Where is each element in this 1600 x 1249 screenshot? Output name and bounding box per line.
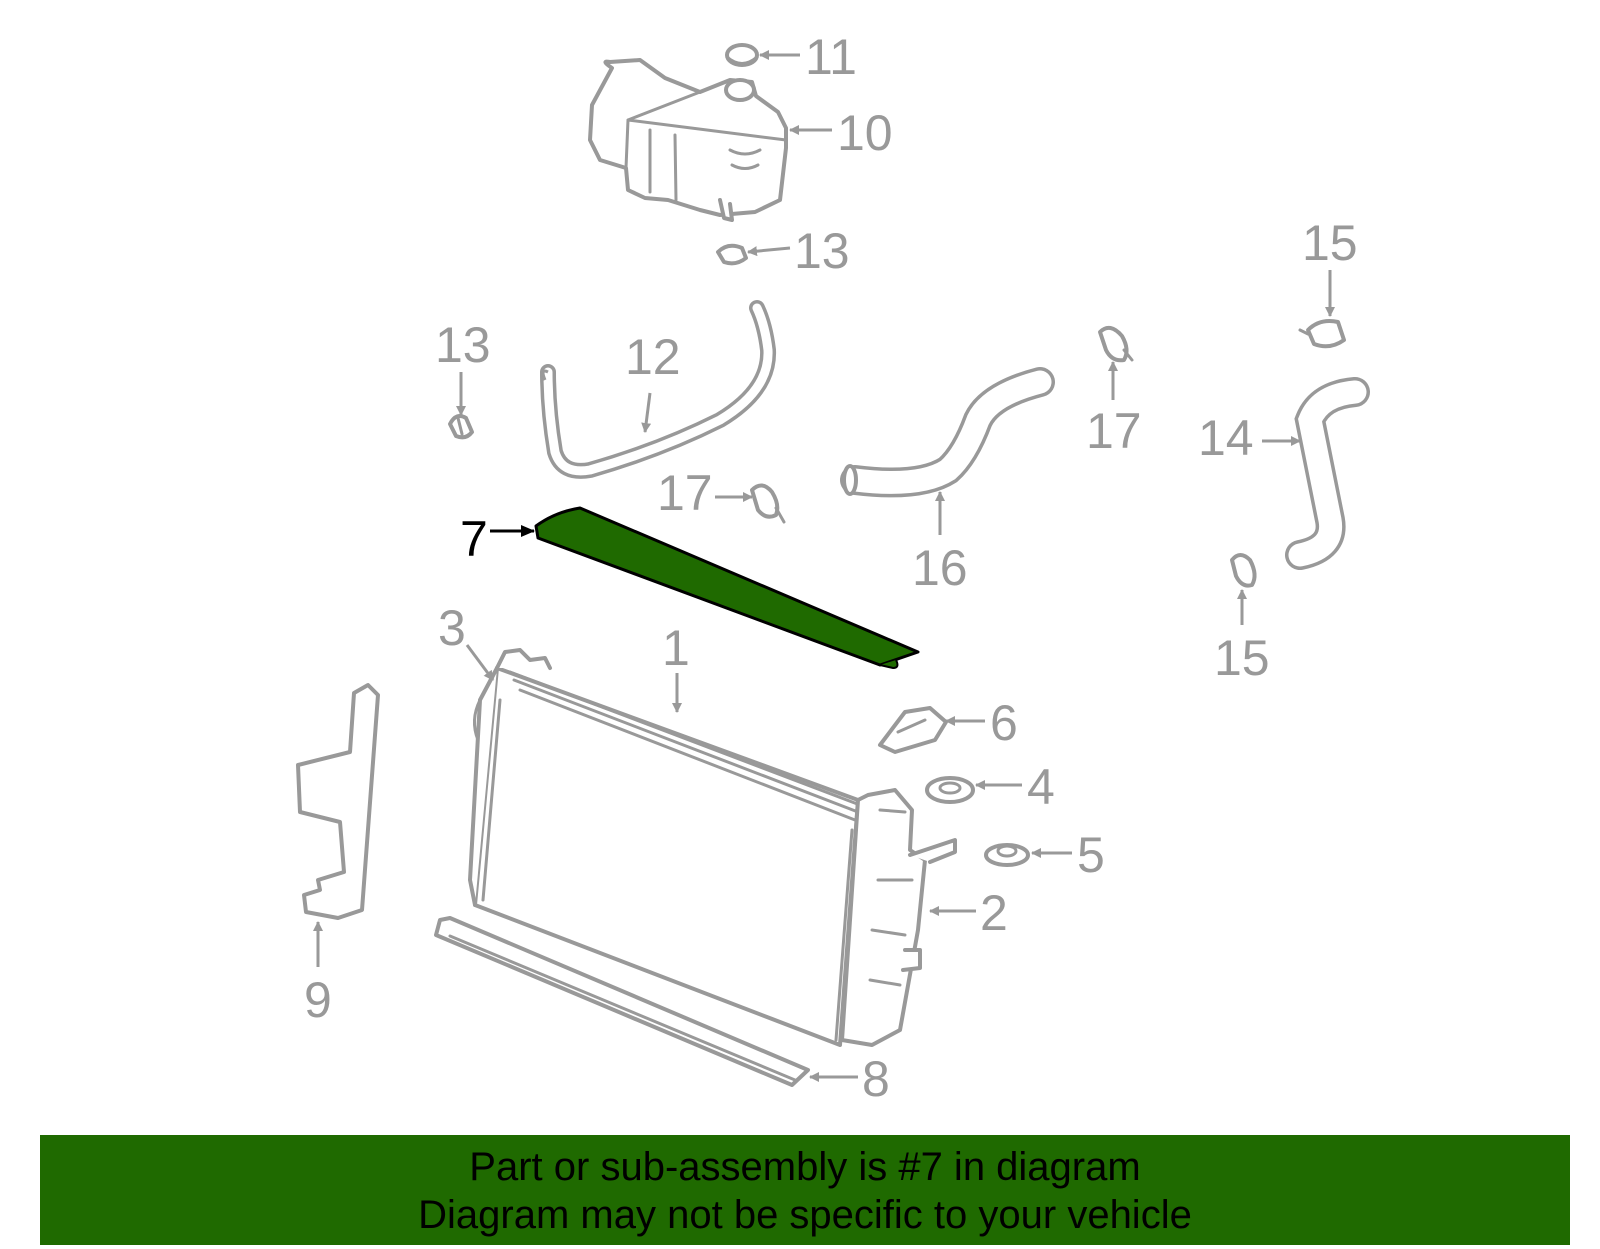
callout-4: 4	[1027, 759, 1055, 815]
callout-1: 1	[662, 620, 690, 676]
part-12-reservoir-hose	[540, 300, 777, 479]
callout-11: 11	[805, 29, 857, 85]
part-7-baffle-fill	[534, 506, 920, 667]
part-13-clamp-upper	[716, 243, 748, 266]
part-9-side-air-baffle	[296, 683, 380, 920]
callout-13-upper: 13	[794, 223, 850, 279]
part-10-coolant-reservoir	[588, 58, 788, 222]
part-15-clamp-top	[1298, 319, 1346, 349]
leader-lines	[313, 50, 1335, 1082]
callout-8: 8	[862, 1051, 890, 1107]
part-14-lower-radiator-hose	[1285, 377, 1370, 570]
callout-10: 10	[837, 105, 893, 161]
callout-3: 3	[438, 600, 466, 656]
callout-9: 9	[304, 972, 332, 1028]
part-15-clamp-bottom	[1230, 553, 1257, 588]
banner-line-2: Diagram may not be specific to your vehi…	[418, 1193, 1192, 1237]
part-17-clamp-center	[750, 483, 786, 524]
callout-16: 16	[912, 540, 968, 596]
callout-17-center: 17	[657, 465, 713, 521]
info-banner: Part or sub-assembly is #7 in diagram Di…	[40, 1135, 1570, 1245]
callout-7: 7	[460, 511, 488, 567]
callout-17-right: 17	[1086, 403, 1142, 459]
callout-labels: 11 10 13 12 13 17 16 17 15 14 15 7 3 1 6…	[304, 29, 1358, 1107]
callout-15-top: 15	[1302, 215, 1358, 271]
callout-12: 12	[625, 329, 681, 385]
part-4-insulator	[925, 776, 975, 804]
banner-line-1: Part or sub-assembly is #7 in diagram	[469, 1145, 1141, 1189]
part-8-lower-air-baffle	[434, 916, 810, 1087]
part-2-radiator-tank	[840, 788, 957, 1047]
part-6-bracket	[878, 706, 948, 754]
callout-2: 2	[980, 885, 1008, 941]
part-7-upper-air-baffle	[534, 506, 920, 670]
part-16-upper-radiator-hose	[840, 367, 1055, 498]
part-13-clamp-left	[448, 414, 474, 440]
callout-5: 5	[1077, 827, 1105, 883]
part-11-reservoir-cap	[725, 43, 759, 67]
callout-14: 14	[1198, 410, 1254, 466]
callout-15-bottom: 15	[1214, 630, 1270, 686]
part-5-insulator	[984, 843, 1030, 867]
part-1-radiator	[468, 666, 862, 1047]
part-3-radiator-bracket	[473, 648, 552, 742]
part-17-clamp-right	[1098, 325, 1134, 363]
callout-6: 6	[990, 695, 1018, 751]
callout-13-left: 13	[435, 317, 491, 373]
